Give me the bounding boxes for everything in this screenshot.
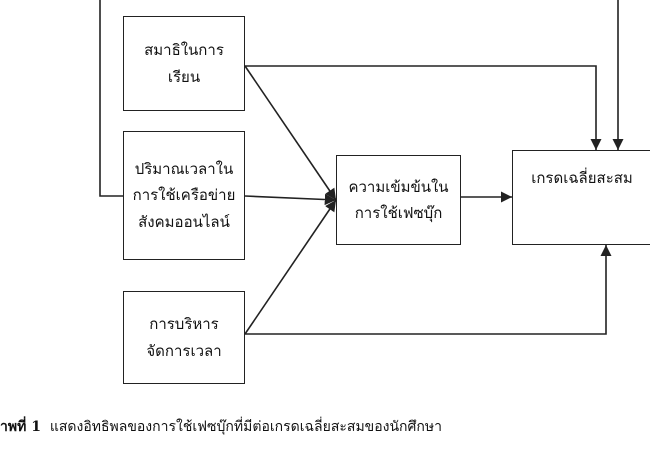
arrow-screentime-to-addiction bbox=[244, 193, 337, 206]
node-time-management: การบริหาร จัดการเวลา bbox=[123, 291, 245, 384]
node-facebook-intensity: ความเข้มข้นใน การใช้เฟซบุ๊ก bbox=[336, 155, 461, 245]
node-time-management-label: การบริหาร จัดการเวลา bbox=[146, 315, 222, 360]
node-social-media-time-label: ปริมาณเวลาใน การใช้เครือข่าย สังคมออนไลน… bbox=[132, 160, 236, 231]
node-gpa-label: เกรดเฉลี่ยสะสม bbox=[531, 169, 633, 188]
node-gpa: เกรดเฉลี่ยสะสม bbox=[512, 150, 650, 245]
node-facebook-intensity-label: ความเข้มข้นใน การใช้เฟซบุ๊ก bbox=[348, 177, 449, 222]
figure-caption-label: าพที่ 1 bbox=[0, 419, 41, 435]
figure-caption-text: แสดงอิทธิพลของการใช้เฟซบุ๊กที่มีต่อเกรดเ… bbox=[49, 419, 442, 435]
arrow-concentration-to-gpa bbox=[245, 65, 602, 150]
node-concentration: สมาธิในการ เรียน bbox=[123, 16, 245, 111]
figure-caption: าพที่ 1 แสดงอิทธิพลของการใช้เฟซบุ๊กที่มี… bbox=[0, 416, 442, 438]
loop-line-left bbox=[99, 0, 123, 197]
arrow-concentration-to-addiction bbox=[244, 65, 337, 201]
node-social-media-time: ปริมาณเวลาใน การใช้เครือข่าย สังคมออนไลน… bbox=[123, 131, 245, 260]
arrow-timemgmt-to-gpa bbox=[245, 245, 612, 335]
arrow-timemgmt-to-addiction bbox=[244, 199, 337, 335]
node-concentration-label: สมาธิในการ เรียน bbox=[144, 41, 224, 86]
